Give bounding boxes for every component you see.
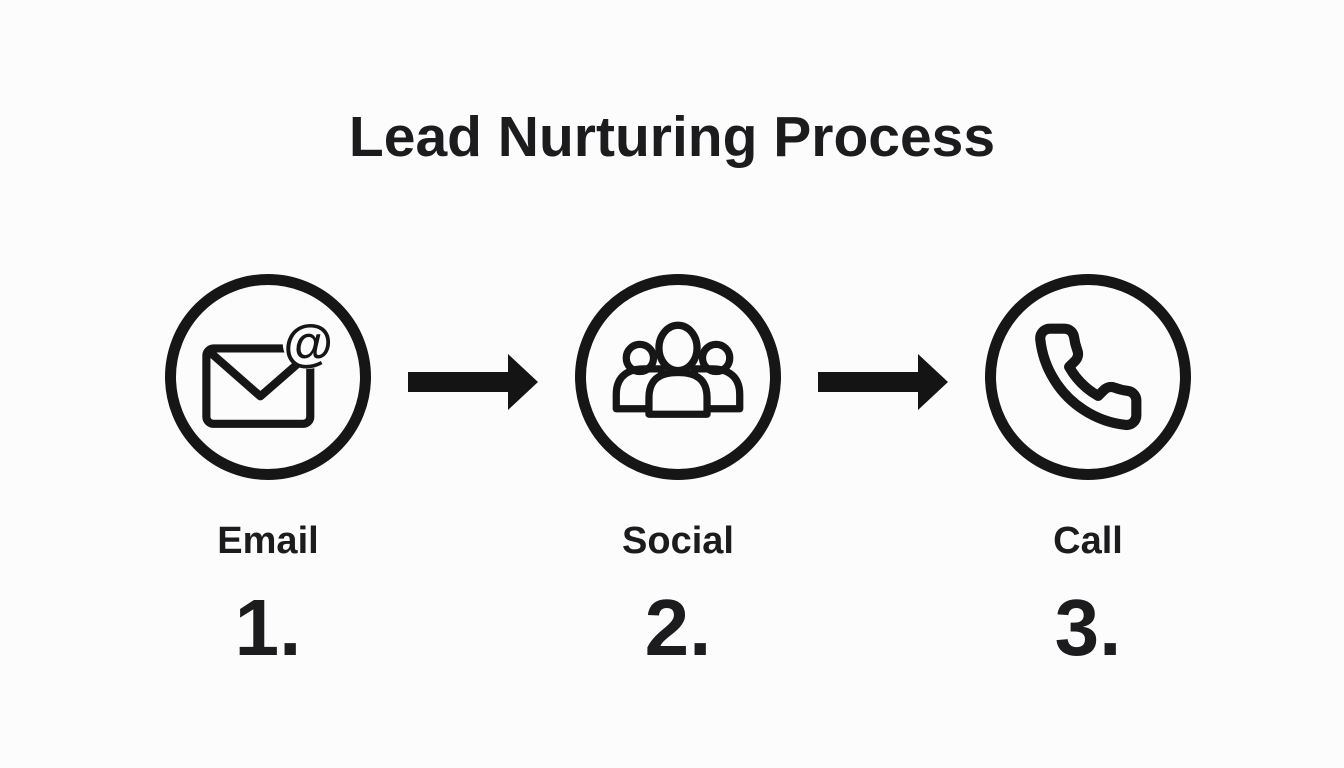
arrow-right-icon [818, 354, 948, 410]
step-email-circle: @ [165, 274, 371, 480]
arrow-right-icon [408, 354, 538, 410]
step-label-email: Email [217, 520, 319, 562]
step-social-circle [575, 274, 781, 480]
step-number-2: 2. [644, 583, 712, 672]
step-social: Social 2. [558, 274, 798, 672]
step-number-3: 3. [1054, 583, 1122, 672]
at-symbol-halo [282, 322, 334, 369]
step-call: Call 3. [968, 274, 1208, 672]
step-call-circle [985, 274, 1191, 480]
step-email: @ Email 1. [148, 274, 388, 672]
email-at-icon: @ [202, 322, 334, 428]
phone-icon [1035, 323, 1142, 431]
step-number-1: 1. [234, 583, 302, 672]
step-label-social: Social [622, 520, 734, 562]
step-label-call: Call [1053, 520, 1123, 562]
at-symbol: @ [283, 322, 333, 372]
people-group-icon [612, 321, 744, 418]
process-flow: @ Email 1. Social 2. [6, 274, 1344, 672]
page-title: Lead Nurturing Process [348, 105, 996, 169]
